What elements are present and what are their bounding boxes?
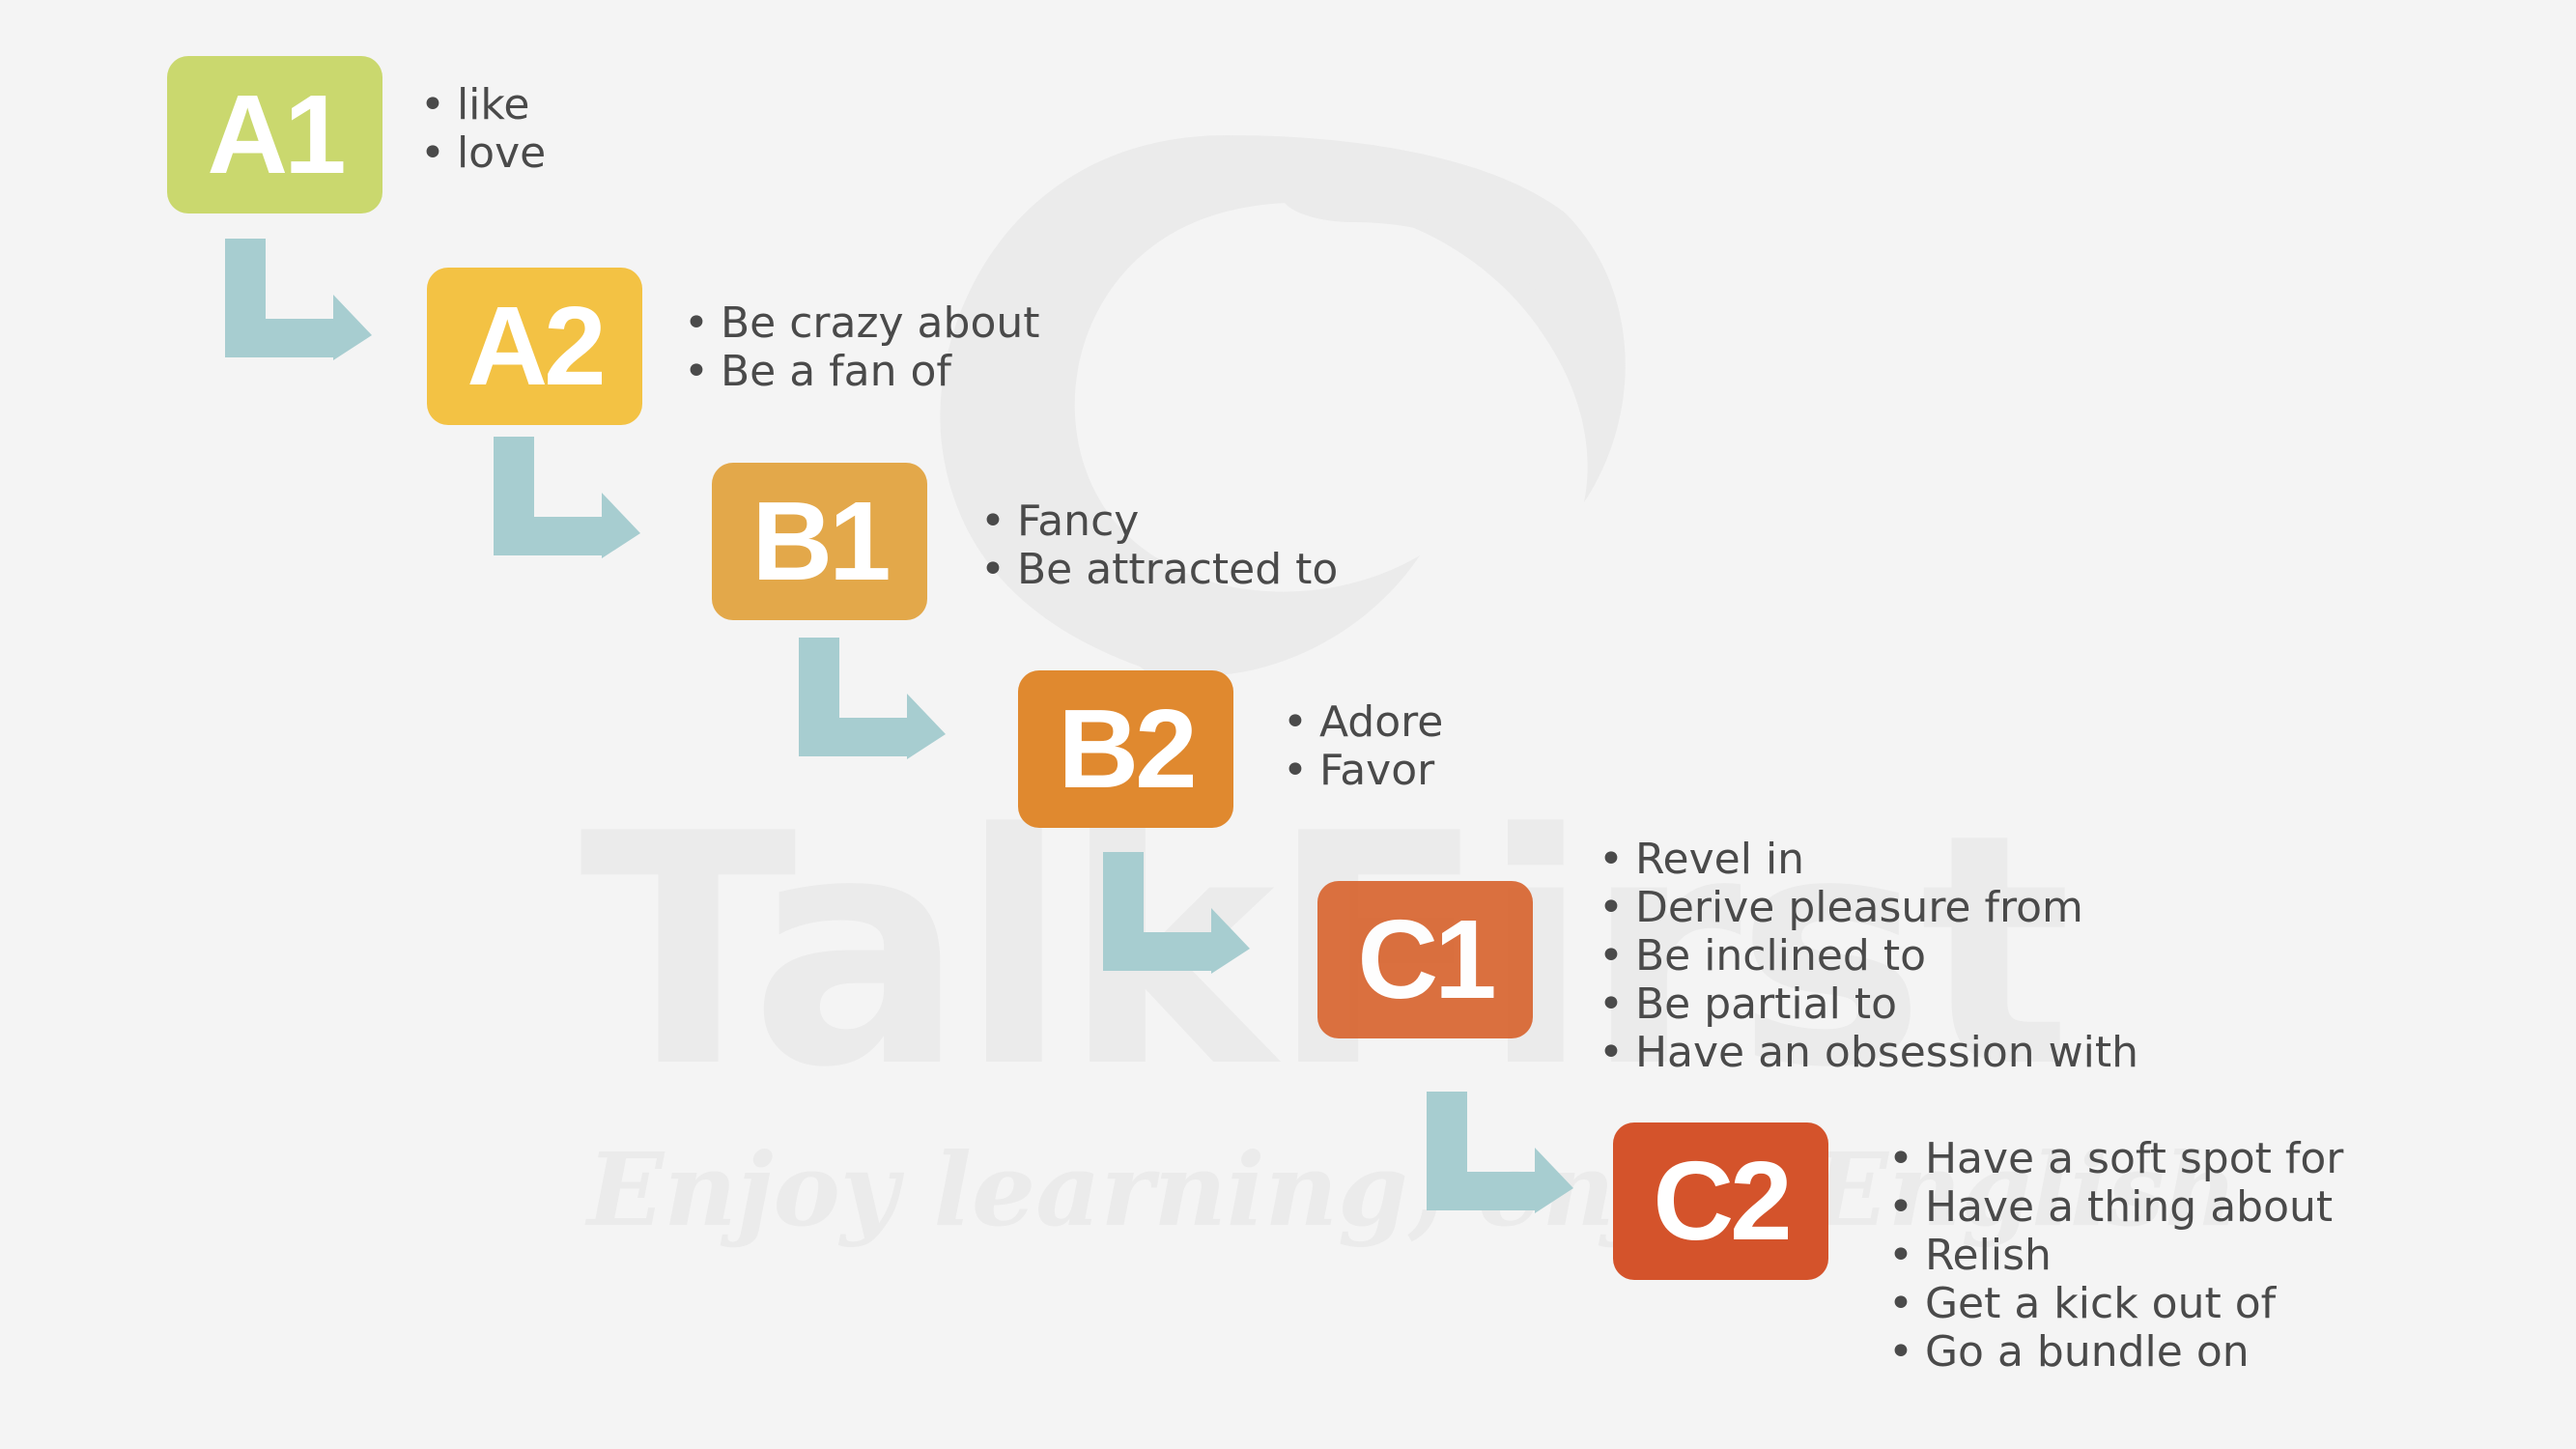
list-item: Revel in [1599, 836, 2138, 884]
list-item: love [420, 129, 546, 178]
list-item: Favor [1283, 747, 1443, 795]
word-list-a2: Be crazy about Be a fan of [684, 299, 1040, 396]
level-badge-b2: B2 [1018, 670, 1233, 828]
list-item: Be inclined to [1599, 932, 2138, 980]
level-badge-a2: A2 [427, 268, 642, 425]
word-list-c2: Have a soft spot for Have a thing about … [1888, 1135, 2343, 1377]
arrow-b2-to-c1 [1103, 852, 1250, 974]
list-item: Derive pleasure from [1599, 884, 2138, 932]
list-item: Have an obsession with [1599, 1029, 2138, 1077]
word-list-b1: Fancy Be attracted to [980, 497, 1338, 594]
word-list-a1: like love [420, 81, 546, 178]
arrow-c1-to-c2 [1427, 1092, 1573, 1213]
list-item: Be a fan of [684, 348, 1040, 396]
list-item: Be attracted to [980, 546, 1338, 594]
word-list-b2: Adore Favor [1283, 698, 1443, 795]
level-badge-c2: C2 [1613, 1122, 1828, 1280]
list-item: Go a bundle on [1888, 1328, 2343, 1377]
list-item: Fancy [980, 497, 1338, 546]
arrow-b1-to-b2 [799, 638, 946, 759]
word-list-c1: Revel in Derive pleasure from Be incline… [1599, 836, 2138, 1077]
arrow-a1-to-a2 [225, 239, 372, 360]
arrow-a2-to-b1 [494, 437, 640, 558]
list-item: Be partial to [1599, 980, 2138, 1029]
list-item: Get a kick out of [1888, 1280, 2343, 1328]
level-badge-a1: A1 [167, 56, 382, 213]
list-item: like [420, 81, 546, 129]
list-item: Have a thing about [1888, 1183, 2343, 1232]
level-badge-b1: B1 [712, 463, 927, 620]
list-item: Relish [1888, 1232, 2343, 1280]
list-item: Be crazy about [684, 299, 1040, 348]
level-badge-c1: C1 [1317, 881, 1533, 1038]
list-item: Have a soft spot for [1888, 1135, 2343, 1183]
list-item: Adore [1283, 698, 1443, 747]
